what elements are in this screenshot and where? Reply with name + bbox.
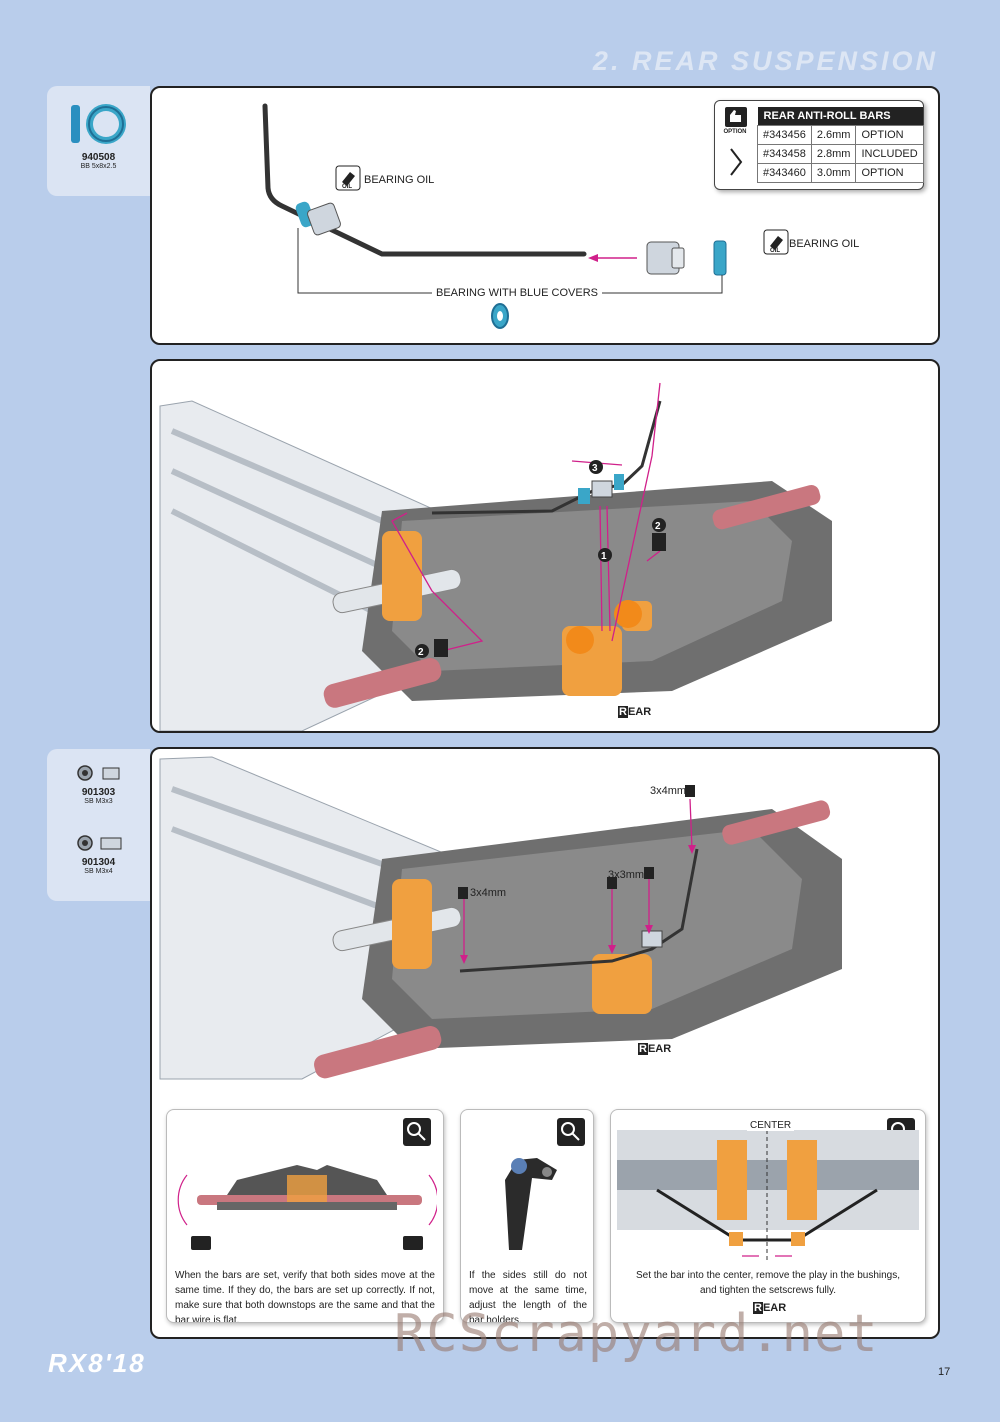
oil-bottle-icon: OIL (763, 229, 789, 255)
step-marker-label: 2 (418, 647, 424, 658)
center-heading: CENTER (747, 1120, 795, 1131)
chassis-assembly-illustration: 1 2 2 3 (159, 382, 832, 731)
detail-box-center: CENTER Set the bar into the center, remo… (610, 1109, 926, 1323)
detail-text: If the sides still do not move at the sa… (469, 1270, 587, 1323)
bearing-oil-label: BEARING OIL (789, 238, 860, 250)
setscrew-icon (77, 765, 120, 781)
table-row: #343456 2.6mm OPTION (757, 125, 924, 145)
bearing-oil-label: BEARING OIL (364, 174, 435, 186)
oil-bottle-icon: OIL (335, 165, 361, 191)
rear-direction-label: REAR (638, 1043, 672, 1055)
part-cell: #343456 (757, 125, 812, 145)
page-title: 2. REAR SUSPENSION (592, 46, 938, 76)
detail-text: When the bars are set, verify that both … (175, 1270, 435, 1323)
size-cell: 2.6mm (810, 125, 857, 145)
rear-direction-label: REAR (753, 1302, 787, 1314)
status-cell: OPTION (855, 125, 924, 145)
screw-size-label: 3x4mm (650, 785, 687, 797)
right-button-icon (403, 1236, 423, 1250)
thumbs-up-icon (725, 107, 747, 176)
detail-box-downstops: When the bars are set, verify that both … (166, 1109, 444, 1323)
status-cell: INCLUDED (855, 144, 924, 164)
option-badge: OPTION (723, 129, 747, 135)
page-number: 17 (938, 1366, 951, 1378)
parts-tab-step1: 940508 BB 5x8x2.5 (47, 86, 150, 196)
part-number: 940508 (81, 152, 116, 163)
anti-roll-bars-table: REAR ANTI-ROLL BARS #343456 2.6mm OPTION… (757, 107, 924, 183)
part-cell: #343460 (757, 163, 812, 183)
part-cell: #343458 (757, 144, 812, 164)
table-row: #343460 3.0mm OPTION (757, 163, 924, 183)
step1-panel: OIL OIL BEARING OIL BEARING OIL BEARING … (150, 86, 940, 345)
step3-panel: 3x4mm 3x3mm 3x4mm REAR When the bars are… (150, 747, 940, 1339)
part-number: 901304 (81, 857, 116, 868)
left-button-icon (191, 1236, 211, 1250)
part-desc: SB M3x4 (84, 868, 113, 875)
bearing-part-icon (71, 104, 126, 144)
step-marker-1 (598, 548, 612, 562)
bearing-blue-covers-label: BEARING WITH BLUE COVERS (432, 287, 602, 299)
step-marker-3 (589, 460, 603, 474)
model-logo: RX8'18 (48, 1348, 146, 1378)
svg-text:OIL: OIL (342, 184, 352, 190)
step-marker-2 (415, 644, 429, 658)
detail-text: Set the bar into the center, remove the … (635, 1270, 901, 1296)
screw-size-label: 3x4mm (470, 887, 507, 899)
size-cell: 2.8mm (810, 144, 857, 164)
part-desc: BB 5x8x2.5 (80, 163, 117, 170)
table-header: REAR ANTI-ROLL BARS (757, 107, 924, 126)
status-cell: OPTION (855, 163, 924, 183)
size-cell: 3.0mm (810, 163, 857, 183)
detail-magnifier-icon (403, 1118, 431, 1146)
rear-direction-label: REAR (618, 706, 652, 718)
detail-box-bar-holder: If the sides still do not move at the sa… (460, 1109, 594, 1323)
step-marker-label: 3 (592, 463, 598, 474)
parts-tab-step3: 901303 SB M3x3 901304 SB M3x4 (47, 749, 150, 901)
chassis-assembly-illustration (159, 756, 842, 1080)
rear-view-illustration (177, 1165, 437, 1250)
step-marker-label: 2 (655, 521, 661, 532)
watermark: RCScrapyard.net (394, 1304, 879, 1364)
option-table-card: OPTION REAR ANTI-ROLL BARS #343456 2.6mm… (714, 100, 924, 190)
bar-holder-illustration (505, 1158, 557, 1250)
step-marker-2 (652, 518, 666, 532)
center-alignment-illustration (617, 1130, 919, 1260)
table-row: #343458 2.8mm INCLUDED (757, 144, 924, 164)
part-desc: SB M3x3 (84, 798, 113, 805)
setscrew-icon (77, 835, 122, 851)
screw-size-label: 3x3mm (608, 869, 645, 881)
svg-text:OIL: OIL (770, 248, 780, 254)
anti-roll-bar-diagram: OIL OIL (262, 103, 789, 329)
step-marker-label: 1 (601, 551, 607, 562)
detail-magnifier-icon (557, 1118, 585, 1146)
step2-panel: 1 2 2 3 REAR (150, 359, 940, 733)
part-number: 901303 (81, 787, 116, 798)
